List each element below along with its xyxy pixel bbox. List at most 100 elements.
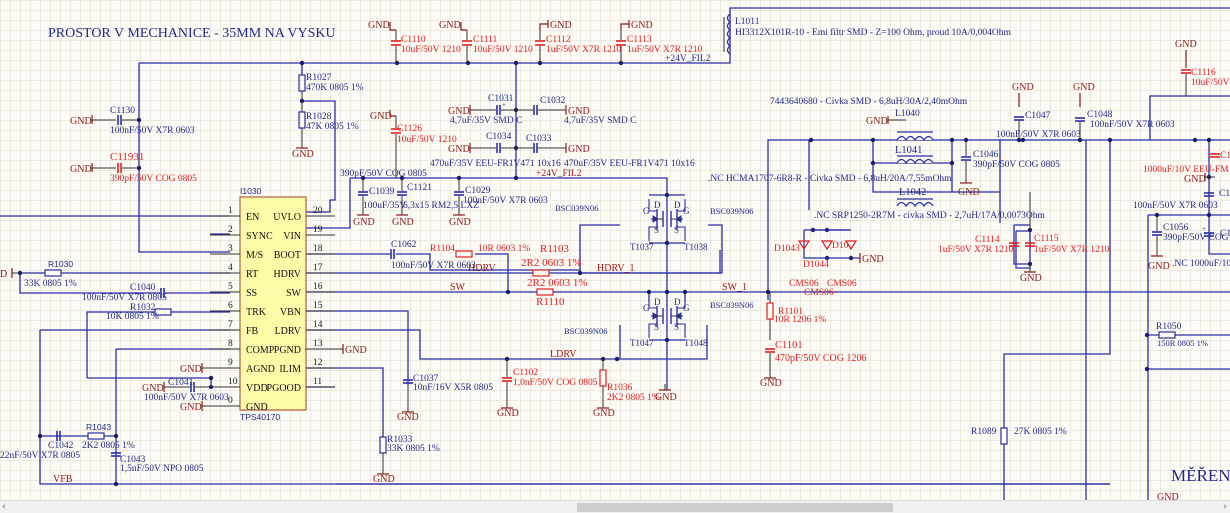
svg-text:GND: GND bbox=[1073, 82, 1095, 93]
resistor-R1036[interactable]: GND R1036 2K2 0805 1% GND bbox=[593, 359, 677, 419]
resistor-R1110[interactable]: 2R2 0603 1% R1110 bbox=[527, 277, 588, 308]
capacitor-C1056[interactable]: GND C1056 390pF/50V COG 0805 + C1 .NC 10… bbox=[1148, 215, 1230, 272]
capacitor-C1062[interactable]: C1062 100nF/50V X7R 0603 bbox=[390, 240, 476, 271]
inductor-L1040[interactable]: 7443640680 - Civka SMD - 6,8uH/30A/2,40m… bbox=[770, 97, 968, 142]
resistor-R1028[interactable]: R1028 47K 0805 1% GND bbox=[292, 101, 359, 160]
svg-text:10K 0805 1%: 10K 0805 1% bbox=[106, 312, 159, 322]
capacitor-C1126[interactable]: GND C1126 10uF/50V 1210 bbox=[370, 110, 457, 178]
svg-text:R1032: R1032 bbox=[130, 303, 156, 313]
scroll-left-arrow-icon[interactable]: ‹ bbox=[2, 502, 6, 512]
ic-pin-name: GND bbox=[246, 402, 268, 413]
schematic-sheet[interactable]: PROSTOR V MECHANICE - 35MM NA VYSKU bbox=[0, 0, 1230, 500]
resistor-R1043[interactable]: R1043 2K2 0805 1% bbox=[82, 422, 135, 451]
svg-text:2R2 0603 1%: 2R2 0603 1% bbox=[527, 277, 588, 289]
scrollbar-thumb[interactable] bbox=[577, 503, 893, 512]
ic-pin-number: 7 bbox=[228, 320, 233, 330]
capacitor-C1043[interactable]: C1043 1,5nF/50V NPO 0805 bbox=[111, 452, 204, 474]
source-label: S bbox=[674, 322, 679, 332]
svg-text:GND: GND bbox=[1148, 261, 1170, 272]
svg-text:GND: GND bbox=[568, 106, 590, 117]
svg-text:10R 1206 1%: 10R 1206 1% bbox=[774, 315, 826, 325]
svg-text:22nF/50V X7R 0805: 22nF/50V X7R 0805 bbox=[0, 451, 80, 461]
capacitor-C1033[interactable]: GND C1033 470uF/35V EEU-FR1V471 10x16 bbox=[516, 134, 695, 169]
capacitor-C1048[interactable]: GND C1048 100nF/50V X7R 0603 bbox=[1073, 82, 1175, 140]
capacitor-C1040[interactable]: C1040 100nF/50V X7R 0805 bbox=[82, 283, 167, 303]
resistor-R1030[interactable]: D R1030 33K 0805 1% bbox=[0, 259, 77, 289]
svg-text:C1114: C1114 bbox=[975, 235, 1000, 245]
resistor-R1050[interactable]: R1050 150R 0805 1% bbox=[1156, 322, 1208, 348]
svg-text:R1043: R1043 bbox=[86, 422, 111, 432]
ic-pin-name: SYNC bbox=[246, 231, 273, 242]
svg-text:150R 0805 1%: 150R 0805 1% bbox=[1157, 338, 1208, 348]
scroll-right-arrow-icon[interactable]: › bbox=[1223, 502, 1227, 512]
svg-text:.NC 1000uF/10V: .NC 1000uF/10V bbox=[1172, 259, 1230, 269]
svg-text:100nF/50V X7R 0603: 100nF/50V X7R 0603 bbox=[1133, 201, 1218, 211]
resistor-R1033[interactable]: GND R1033 33K 0805 1% bbox=[373, 425, 440, 485]
svg-text:C1031: C1031 bbox=[488, 94, 514, 104]
ic-pin-number: 14 bbox=[313, 320, 323, 330]
svg-text:HI3312X101R-10 - Emi filtr SMD: HI3312X101R-10 - Emi filtr SMD - Z=100 O… bbox=[735, 27, 1011, 38]
capacitor-C1041[interactable]: GND C1041 100nF/50V X7R 0603 bbox=[142, 378, 230, 403]
net-label-ldrv: LDRV bbox=[550, 349, 577, 360]
svg-text:100nF/50V X7R 0603: 100nF/50V X7R 0603 bbox=[996, 130, 1081, 140]
capacitor-C11931[interactable]: GND C11931 390pF/50V COG 0805 bbox=[70, 151, 197, 184]
capacitor-C1032[interactable]: GND C1032 4,7uF/35V SMD C bbox=[516, 96, 636, 126]
resistor-R1027[interactable]: R1027 470K 0805 1% bbox=[298, 73, 364, 101]
horizontal-scrollbar[interactable]: ‹ › bbox=[0, 500, 1230, 513]
capacitor-C1101[interactable]: GND C1101 470pF/50V COG 1206 bbox=[760, 340, 867, 389]
svg-text:1,0nF/50V COG 0805: 1,0nF/50V COG 0805 bbox=[513, 378, 598, 388]
svg-text:390pF/50V COG 0805: 390pF/50V COG 0805 bbox=[1163, 233, 1230, 243]
capacitor-C1130[interactable]: GND C1130 100nF/50V X7R 0603 bbox=[70, 106, 195, 136]
svg-text:GND: GND bbox=[866, 116, 888, 127]
svg-text:470pF/50V COG 1206: 470pF/50V COG 1206 bbox=[775, 353, 867, 364]
capacitor-C1046[interactable]: GND C1046 390pF/50V COG 0805 bbox=[958, 140, 1060, 198]
capacitor-C1039[interactable]: 390pF/50V COG 0805 GND C1039 100uF/35V bbox=[340, 169, 427, 228]
diodes-D1043-D1045[interactable]: GND D1043 D10 D1044 CMS06 CMS06 CMS06 bbox=[774, 229, 884, 298]
svg-text:C1: C1 bbox=[1219, 189, 1230, 199]
inductor-L1041[interactable]: L1041 .NC HCMA1707-6R8-R - Civka SMD - 6… bbox=[708, 145, 952, 184]
capacitor-C1121[interactable]: GND C1121 6,3x15 RM2,5 LXZ bbox=[392, 178, 479, 228]
ic-pin-number: 18 bbox=[313, 244, 323, 254]
capacitor-C1047[interactable]: GND C1047 100nF/50V X7R 0603 bbox=[996, 82, 1081, 140]
svg-text:100nF/50V X7R 0603: 100nF/50V X7R 0603 bbox=[1090, 120, 1175, 130]
net-label-sw: SW bbox=[450, 282, 466, 293]
capacitor-C11xx-bulk[interactable]: + C1 1000uF/10V EEU-FM1A GND bbox=[1143, 146, 1230, 185]
capacitor-C11xx-ceramic[interactable]: C1 100nF/50V X7R 0603 bbox=[1133, 189, 1230, 211]
resistor-R1089[interactable]: R1089 27K 0805 1% bbox=[971, 427, 1067, 445]
ic-pin-name: ILIM bbox=[279, 364, 301, 375]
resistor-R1103[interactable]: R1103 2R2 0603 1% bbox=[521, 243, 582, 277]
svg-text:C1037: C1037 bbox=[413, 374, 439, 384]
svg-text:GND: GND bbox=[862, 254, 884, 265]
svg-text:+: + bbox=[502, 101, 506, 109]
capacitor-C1042[interactable]: C1042 22nF/50V X7R 0805 bbox=[0, 431, 80, 461]
ic-pin-name: AGND bbox=[246, 364, 275, 375]
svg-text:100nF/50V X7R 0603: 100nF/50V X7R 0603 bbox=[391, 261, 476, 271]
resistor-R1032[interactable]: R1032 10K 0805 1% bbox=[106, 303, 172, 322]
svg-text:6,3x15 RM2,5 LXZ: 6,3x15 RM2,5 LXZ bbox=[403, 201, 479, 211]
svg-text:33K 0805 1%: 33K 0805 1% bbox=[24, 279, 77, 289]
resistor-R1104[interactable]: R1104 10R 0603 1% bbox=[430, 244, 530, 258]
capacitor-C1034[interactable]: GND C1034 470uF/35V EEU-FR1V471 10x16 bbox=[430, 132, 561, 169]
schematic-canvas: PROSTOR V MECHANICE - 35MM NA VYSKU bbox=[0, 7, 1230, 500]
capacitors-C1114-C1115[interactable]: GND C1114 1uF/50V X7R 1210 C1115 1uF/50V… bbox=[938, 192, 1110, 284]
capacitor-C1037[interactable]: GND C1037 10nF/16V X5R 0805 bbox=[397, 374, 493, 423]
capacitor-C1029[interactable]: GND C1029 100nF/50V X7R 0603 bbox=[449, 178, 548, 228]
svg-text:10nF/16V X5R 0805: 10nF/16V X5R 0805 bbox=[413, 383, 493, 393]
svg-text:L1040: L1040 bbox=[895, 109, 920, 119]
ic-pin-name: TRK bbox=[246, 307, 267, 318]
inductor-L1042[interactable]: L1042 .NC SRP1250-2R7M - civka SMD - 2,7… bbox=[814, 187, 1046, 221]
svg-text:C1032: C1032 bbox=[540, 96, 566, 106]
capacitor-C1116[interactable]: GND C1116 10uF/50V bbox=[1175, 39, 1230, 96]
svg-text:10uF/50V 1210: 10uF/50V 1210 bbox=[473, 45, 533, 55]
inductor-L1011[interactable]: L1011 HI3312X101R-10 - Emi filtr SMD - Z… bbox=[723, 13, 1011, 55]
capacitor-C1102[interactable]: GND C1102 1,0nF/50V COG 0805 bbox=[497, 359, 598, 419]
svg-text:C1056: C1056 bbox=[1163, 223, 1189, 233]
ic-pin-number: 5 bbox=[228, 282, 233, 292]
capacitor-C1031[interactable]: GND + C1031 4,7uF/35V SMD C bbox=[448, 94, 522, 126]
ic-tps40170[interactable]: I1030 TPS40170 1EN2SYNC3M/S4RT5SS6TRK7FB… bbox=[210, 186, 335, 422]
resistor-R1101[interactable]: R1101 10R 1206 1% bbox=[766, 292, 826, 340]
